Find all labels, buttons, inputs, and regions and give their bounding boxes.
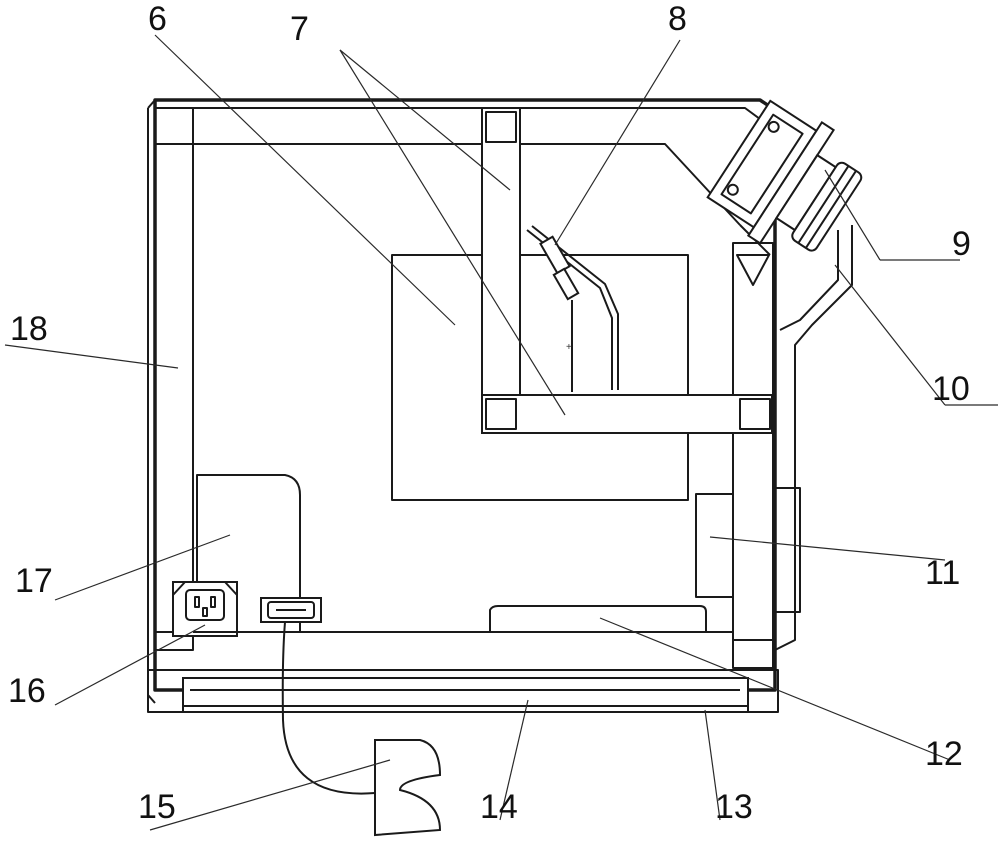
foot-pedal	[283, 622, 440, 835]
callout-14: 14	[480, 788, 518, 826]
left-frame-post	[155, 108, 193, 650]
callout-9: 9	[952, 225, 971, 263]
callout-15: 15	[138, 788, 176, 826]
base-rail	[148, 670, 778, 712]
callout-17: 17	[15, 562, 53, 600]
svg-text:+: +	[566, 342, 572, 353]
callout-6: 6	[148, 0, 167, 38]
right-column	[733, 243, 773, 668]
callout-7: 7	[290, 10, 309, 48]
inner-platform	[392, 255, 688, 500]
callout-10: 10	[932, 370, 970, 408]
side-component	[696, 494, 733, 597]
lamp-assembly	[702, 92, 875, 650]
power-socket	[173, 582, 237, 636]
serial-connector	[261, 598, 321, 622]
callout-8: 8	[668, 0, 687, 38]
probe-holder: +	[527, 226, 618, 392]
callout-13: 13	[715, 788, 753, 826]
l-shaped-arm	[482, 108, 772, 433]
callout-12: 12	[925, 735, 963, 773]
callout-16: 16	[8, 672, 46, 710]
callout-11: 11	[925, 554, 960, 592]
callout-18: 18	[10, 310, 48, 348]
top-inner-rail	[193, 108, 740, 225]
